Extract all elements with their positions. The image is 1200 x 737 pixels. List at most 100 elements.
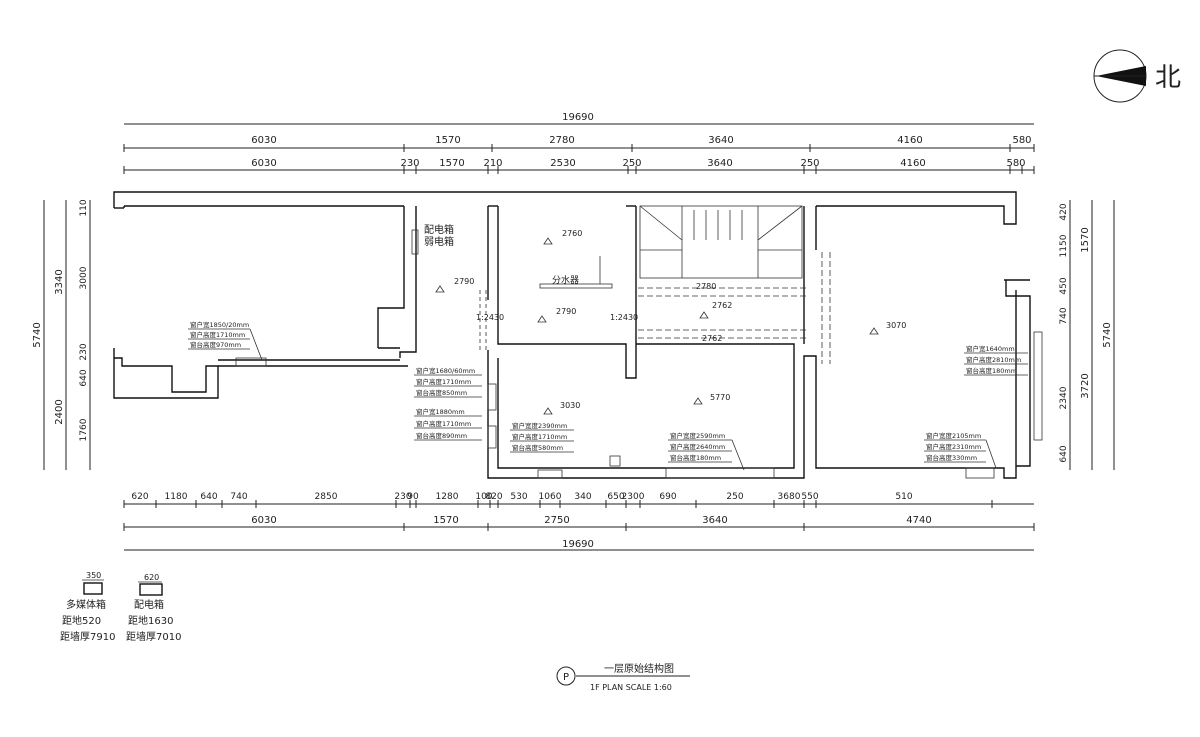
svg-text:620: 620: [144, 573, 159, 582]
elec-box-icon: [139, 583, 163, 596]
small-mark-2: 1:2430: [610, 313, 638, 322]
dimension-value: 6030: [251, 135, 276, 146]
dimension-value: 3640: [702, 515, 727, 526]
height-mark: 2762: [699, 301, 732, 319]
left-inner-dim-4: 640: [79, 369, 89, 386]
right-inner-dim-6: 640: [1059, 445, 1069, 462]
height-mark: 2780: [696, 282, 716, 291]
dimension-value: 650: [607, 492, 624, 502]
north-arrow: 北: [1093, 49, 1181, 103]
dimension-value: 6030: [251, 158, 276, 169]
dimension-value: 1280: [436, 492, 459, 502]
dimension-value: 340: [574, 492, 591, 502]
svg-text:窗户宽1640mm: 窗户宽1640mm: [966, 344, 1015, 353]
svg-text:窗户宽1880mm: 窗户宽1880mm: [416, 407, 465, 416]
svg-text:窗户高度2310mm: 窗户高度2310mm: [926, 442, 981, 451]
svg-text:窗户高度1710mm: 窗户高度1710mm: [190, 330, 245, 339]
svg-text:5770: 5770: [710, 393, 730, 402]
dimension-value: 1570: [439, 158, 464, 169]
svg-text:窗户高度1710mm: 窗户高度1710mm: [416, 377, 471, 386]
dimension-value: 230: [400, 158, 419, 169]
dimension-value: 1570: [435, 135, 460, 146]
window-note-w5: 窗户宽度2590mm 窗户高度2640mm 窗台高度180mm: [668, 431, 745, 471]
height-mark: 5770: [693, 393, 730, 405]
left-mid-dim-2: 2400: [54, 399, 65, 424]
dimension-value: 690: [659, 492, 676, 502]
height-mark: 3070: [869, 321, 906, 335]
dimension-value: 3640: [707, 158, 732, 169]
north-label: 北: [1155, 63, 1181, 93]
left-inner-dim-2: 3000: [79, 266, 89, 289]
svg-text:距墙厚7010: 距墙厚7010: [126, 630, 181, 643]
svg-text:距地1630: 距地1630: [128, 614, 173, 627]
height-mark: 2790: [435, 277, 474, 293]
window-note-w2: 窗户宽1680/60mm 窗户高度1710mm 窗台高度850mm: [414, 366, 482, 398]
window-note-w3: 窗户宽1880mm 窗户高度1710mm 窗台高度890mm: [414, 407, 482, 441]
svg-text:2780: 2780: [696, 282, 716, 291]
legend-item-media-box: 350 多媒体箱 距地520 距墙厚7910: [60, 571, 115, 643]
svg-text:3070: 3070: [886, 321, 906, 330]
right-inner-dim-3: 450: [1059, 277, 1069, 294]
svg-text:配电箱: 配电箱: [134, 598, 164, 611]
right-inner-dim-4: 740: [1059, 307, 1069, 324]
svg-text:窗户宽度2105mm: 窗户宽度2105mm: [926, 431, 981, 440]
right-inner-dim-2: 1150: [1059, 234, 1069, 257]
dimension-value: 620: [131, 492, 148, 502]
title-name: 一层原始结构图: [604, 662, 674, 675]
left-inner-dim-5: 1760: [79, 418, 89, 441]
window-note-w6: 窗户宽1640mm 窗户高度2810mm 窗台高度180mm: [964, 344, 1028, 376]
label-water-box: 分水器: [552, 274, 579, 286]
dimension-value: 6030: [251, 515, 276, 526]
dimension-value: 100: [475, 492, 492, 502]
legend-item-elec-box: 620 配电箱 距地1630 距墙厚7010: [126, 573, 181, 643]
drawing-title: P 一层原始结构图 1F PLAN SCALE 1:60: [556, 662, 690, 692]
height-mark: 2760: [543, 229, 582, 245]
right-mid-dim-2: 3720: [1080, 373, 1091, 398]
svg-text:窗户宽1680/60mm: 窗户宽1680/60mm: [416, 366, 475, 375]
left-inner-dim-1: 110: [79, 199, 89, 216]
left-dimensions: 5740 3340 2400 110 3000 230 640 1760: [32, 199, 91, 470]
svg-text:窗台高度890mm: 窗台高度890mm: [416, 431, 467, 440]
left-outer-dim: 5740: [32, 322, 43, 347]
svg-text:窗户宽度2390mm: 窗户宽度2390mm: [512, 421, 567, 430]
label-elec-box: 配电箱: [424, 223, 454, 236]
height-mark: 3030: [543, 401, 580, 415]
svg-text:距地520: 距地520: [62, 614, 101, 627]
svg-text:2762: 2762: [712, 301, 732, 310]
dimension-value: 4160: [897, 135, 922, 146]
svg-text:距墙厚7910: 距墙厚7910: [60, 630, 115, 643]
room-labels: 配电箱 弱电箱 分水器 1:2430 1:2430: [424, 223, 638, 322]
ceiling-heights: 2760 2790 2790 2780 2762 2762 3070 5770 …: [435, 229, 906, 415]
dimension-value: 2530: [550, 158, 575, 169]
dimension-value: 580: [1012, 135, 1031, 146]
dimension-value: 530: [510, 492, 527, 502]
dimension-value: 2780: [549, 135, 574, 146]
dimension-value: 230: [394, 492, 411, 502]
right-inner-dim-5: 2340: [1059, 386, 1069, 409]
title-subtitle: 1F PLAN SCALE 1:60: [590, 683, 672, 692]
dimension-value: 510: [895, 492, 912, 502]
svg-text:窗户高度2810mm: 窗户高度2810mm: [966, 355, 1021, 364]
right-dimensions: 420 1150 450 740 2340 640 1570 3720 5740: [1059, 200, 1115, 470]
height-mark: 2790: [537, 307, 576, 323]
label-weak-box: 弱电箱: [424, 235, 454, 248]
svg-text:窗台高度850mm: 窗台高度850mm: [416, 388, 467, 397]
dimension-value: 740: [230, 492, 247, 502]
svg-text:窗户宽1850/20mm: 窗户宽1850/20mm: [190, 320, 249, 329]
walls: [113, 191, 1043, 479]
dimension-value: 250: [800, 158, 819, 169]
right-outer-dim: 5740: [1102, 322, 1113, 347]
legend: 350 多媒体箱 距地520 距墙厚7910 620 配电箱 距地1630 距墙…: [60, 571, 181, 643]
small-mark-1: 1:2430: [476, 313, 504, 322]
window-note-w1: 窗户宽1850/20mm 窗户高度1710mm 窗台高度970mm: [188, 320, 263, 361]
title-symbol: P: [563, 672, 569, 683]
svg-text:窗台高度180mm: 窗台高度180mm: [966, 366, 1017, 375]
window-note-w4: 窗户宽度2390mm 窗户高度1710mm 窗台高度580mm: [510, 421, 574, 453]
dimension-value: 820: [485, 492, 502, 502]
svg-text:窗户高度1710mm: 窗户高度1710mm: [512, 432, 567, 441]
svg-text:窗户高度2640mm: 窗户高度2640mm: [670, 442, 725, 451]
right-inner-dim-1: 420: [1059, 203, 1069, 220]
dimension-value: 4740: [906, 515, 931, 526]
